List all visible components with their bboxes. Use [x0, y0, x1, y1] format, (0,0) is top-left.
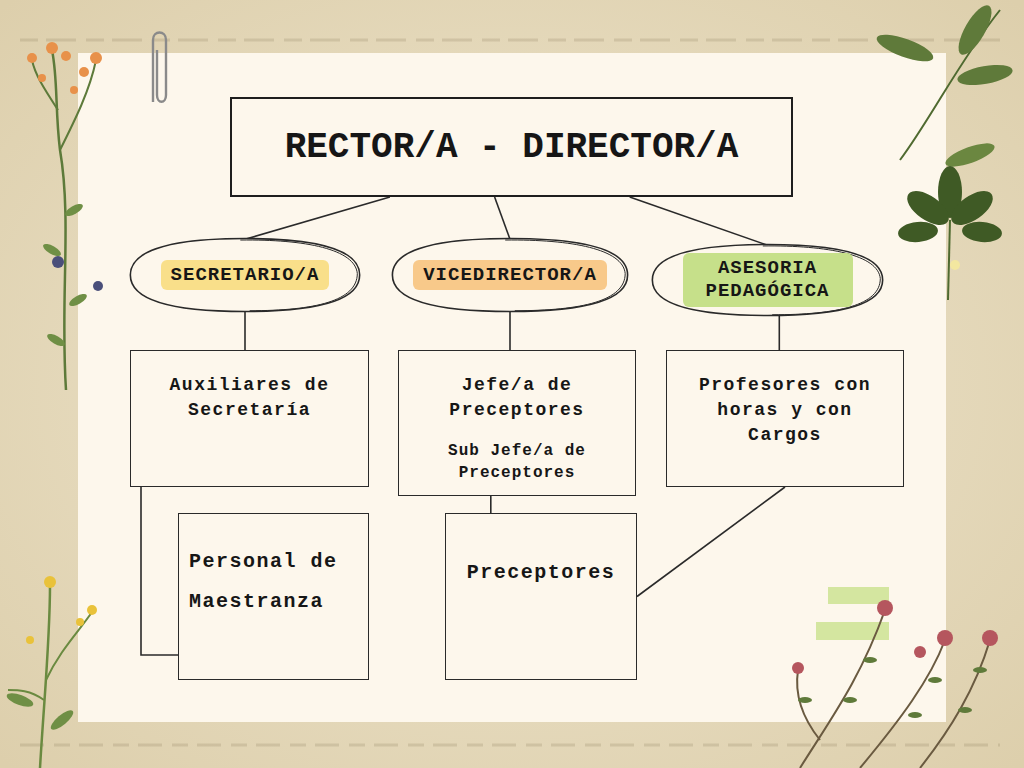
leaf [897, 220, 939, 243]
stem [948, 220, 950, 300]
flower [79, 67, 89, 77]
leaves [798, 657, 987, 718]
node-label: RECTOR/A - DIRECTOR/A [285, 127, 739, 168]
flower [87, 605, 97, 615]
flower [46, 42, 58, 54]
flower [61, 51, 71, 61]
leaf [45, 332, 66, 349]
leaf [41, 242, 62, 259]
violet-flower [93, 281, 103, 291]
flower [950, 260, 960, 270]
leaf [48, 707, 76, 733]
staff-box: Jefe/a de PreceptoresSub Jefe/a de Prece… [398, 350, 636, 496]
plant-top-right [874, 1, 1014, 300]
flowers [27, 42, 102, 94]
leaf [973, 667, 987, 673]
flower [792, 662, 804, 674]
leaf [843, 697, 857, 703]
flower [44, 576, 56, 588]
role-ellipse: VICEDIRECTOR/A [390, 237, 630, 313]
node-label: Preceptores [467, 560, 616, 586]
connector [630, 197, 768, 245]
flower [914, 646, 926, 658]
connector [778, 315, 780, 350]
leaf [961, 220, 1003, 243]
connector [490, 496, 492, 513]
connector [637, 487, 785, 597]
connector [509, 311, 511, 350]
texture-stroke [20, 744, 1000, 747]
leaf [908, 712, 922, 718]
stem [60, 60, 96, 150]
flower [76, 618, 84, 626]
paperclip [153, 33, 166, 103]
role-ellipse: SECRETARIO/A [128, 237, 362, 313]
ellipse-line [652, 244, 882, 315]
flower [90, 52, 102, 64]
leaf [798, 697, 812, 703]
node-label: Personal de Maestranza [189, 542, 358, 622]
leaf [952, 1, 997, 59]
leaf [928, 677, 942, 683]
flowers [26, 576, 97, 644]
flower [877, 600, 893, 616]
leaf [956, 61, 1014, 88]
node-label: Profesores con horas y con Cargos [677, 373, 893, 449]
node-label: VICEDIRECTOR/A [413, 260, 607, 291]
leaf [958, 707, 972, 713]
node-sublabel: Sub Jefe/a de Preceptores [409, 441, 625, 484]
flower [27, 53, 37, 63]
card [78, 53, 946, 722]
stem [46, 612, 92, 680]
role-ellipse: ASESORIA PEDAGÓGICA [650, 243, 885, 317]
leaf [863, 657, 877, 663]
stem [800, 610, 885, 768]
staff-box: Auxiliares de Secretaría [130, 350, 369, 487]
flower [982, 630, 998, 646]
staff-box: Preceptores [445, 513, 637, 680]
staff-box: Profesores con horas y con Cargos [666, 350, 904, 487]
flower [38, 74, 46, 82]
leaves [41, 202, 88, 349]
leaf [67, 292, 88, 309]
leaf [5, 691, 35, 710]
flower [26, 636, 34, 644]
node-label: ASESORIA PEDAGÓGICA [683, 253, 853, 307]
accent-bar [828, 587, 889, 604]
connector [245, 197, 390, 239]
leaf [874, 29, 937, 66]
flower [70, 86, 78, 94]
ellipse-line [130, 239, 359, 312]
connector [495, 197, 510, 239]
paper-texture [20, 40, 1000, 745]
plant-bottom-right [792, 600, 998, 768]
stem [920, 640, 990, 768]
node-label: Jefe/a de Preceptores [409, 373, 625, 423]
stem [860, 640, 945, 768]
ellipse-line [392, 239, 627, 312]
node-label: Auxiliares de Secretaría [141, 373, 358, 423]
leaf-cluster [897, 166, 1003, 244]
flower-clusters [792, 600, 998, 674]
plant-top-left [27, 42, 103, 390]
connector [141, 487, 178, 655]
head-box: RECTOR/A - DIRECTOR/A [230, 97, 793, 197]
node-label: SECRETARIO/A [161, 260, 330, 291]
stem [32, 60, 58, 110]
flower [937, 630, 953, 646]
plant-bottom-left [5, 576, 97, 768]
leaf [63, 202, 84, 219]
stem [797, 670, 820, 740]
connector [244, 311, 246, 350]
violet-flower [52, 256, 64, 268]
staff-box: Personal de Maestranza [178, 513, 369, 680]
